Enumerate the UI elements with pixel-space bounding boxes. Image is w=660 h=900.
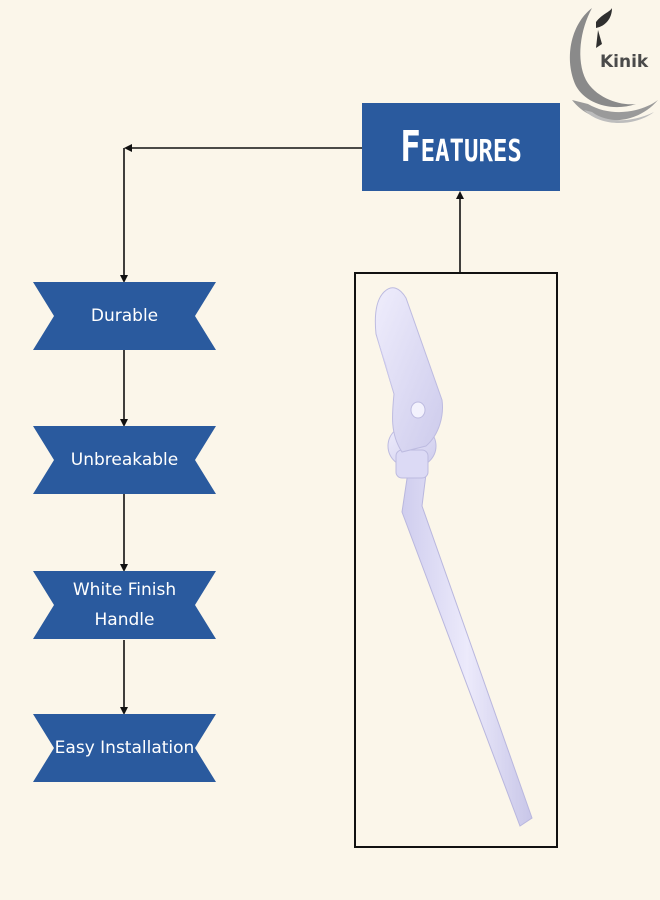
logo-swoosh-icon — [569, 8, 658, 123]
ribbon-shape — [33, 714, 216, 782]
feature-label: White Finish Handle — [72, 580, 177, 630]
ribbon-shape — [33, 282, 216, 350]
ribbon-shape — [33, 426, 216, 494]
features-title: Features — [400, 122, 522, 172]
ribbon-shape — [33, 571, 216, 639]
feature-label: Easy Installation — [54, 738, 195, 758]
feature-label: Unbreakable — [70, 450, 179, 470]
logo-wordmark: Kinik — [600, 52, 649, 72]
feature-label: Durable — [90, 306, 159, 326]
flush-handle-product-icon — [374, 287, 533, 827]
feature-banner-durable: Durable — [33, 282, 216, 350]
feature-banner-easy-installation: Easy Installation — [33, 714, 216, 782]
features-heading-box: Features — [362, 103, 560, 191]
brand-logo: Kinik — [562, 0, 660, 130]
product-image-frame — [354, 272, 558, 848]
feature-banner-white-finish: White Finish Handle — [33, 571, 216, 639]
feature-banner-unbreakable: Unbreakable — [33, 426, 216, 494]
